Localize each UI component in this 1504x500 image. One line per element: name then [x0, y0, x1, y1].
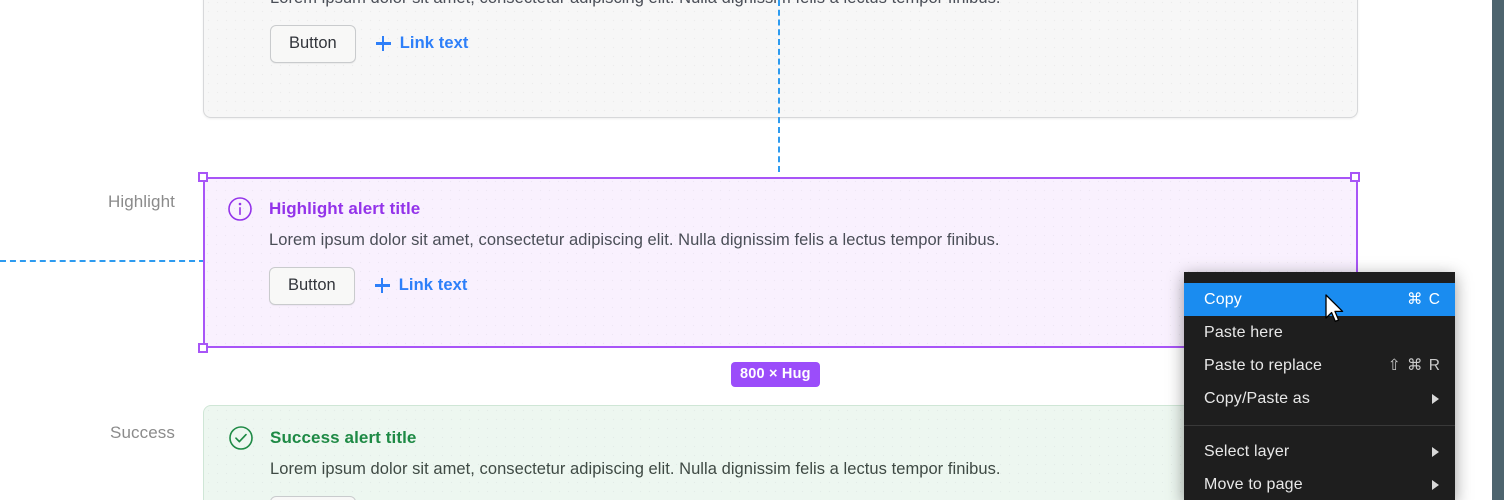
- menu-item-shortcut: ⇧ ⌘ R: [1387, 357, 1441, 374]
- alert-title: Highlight alert title: [269, 199, 421, 218]
- alert-actions: Button Link text: [270, 496, 1333, 500]
- alert-content: Success alert title Lorem ipsum dolor si…: [204, 406, 1357, 500]
- plus-icon: [375, 36, 391, 52]
- alert-button[interactable]: Button: [269, 267, 355, 305]
- menu-item-shortcut: ⌘ C: [1407, 291, 1441, 308]
- alert-card-highlight[interactable]: Highlight alert title Lorem ipsum dolor …: [203, 177, 1358, 348]
- alert-button[interactable]: Button: [270, 25, 356, 63]
- menu-item-move-to-page[interactable]: Move to page: [1184, 468, 1455, 500]
- submenu-arrow-icon: [1432, 393, 1439, 404]
- check-circle-icon: [228, 425, 254, 451]
- alert-actions: Button Link text: [269, 267, 1334, 305]
- menu-item-label: Copy/Paste as: [1204, 389, 1311, 407]
- alert-link[interactable]: Link text: [375, 34, 469, 53]
- menu-item-label: Copy: [1204, 290, 1242, 308]
- smart-guide-horizontal: [0, 260, 205, 262]
- alert-body-text: Lorem ipsum dolor sit amet, consectetur …: [270, 460, 1001, 478]
- alert-card-neutral[interactable]: Lorem ipsum dolor sit amet, consectetur …: [203, 0, 1358, 118]
- window-edge-strip: [1492, 0, 1504, 500]
- plus-icon: [374, 278, 390, 294]
- menu-item-paste-to-replace[interactable]: Paste to replace ⇧ ⌘ R: [1184, 349, 1455, 382]
- alert-body-text: Lorem ipsum dolor sit amet, consectetur …: [269, 231, 1000, 249]
- menu-item-copy-paste-as[interactable]: Copy/Paste as: [1184, 382, 1455, 415]
- menu-item-label: Paste here: [1204, 323, 1283, 341]
- alert-content: Lorem ipsum dolor sit amet, consectetur …: [204, 0, 1357, 85]
- alert-actions: Button Link text: [270, 25, 1333, 63]
- alert-button[interactable]: Button: [270, 496, 356, 500]
- menu-item-label: Paste to replace: [1204, 356, 1323, 374]
- info-circle-icon: [227, 196, 253, 222]
- alert-link-label: Link text: [398, 276, 468, 295]
- menu-item-select-layer[interactable]: Select layer: [1184, 435, 1455, 468]
- alert-link[interactable]: Link text: [374, 276, 468, 295]
- smart-guide-vertical: [778, 0, 780, 172]
- selection-handle-top-right[interactable]: [1350, 172, 1360, 182]
- alert-content: Highlight alert title Lorem ipsum dolor …: [203, 177, 1358, 327]
- menu-item-paste-here[interactable]: Paste here: [1184, 316, 1455, 349]
- selection-handle-top-left[interactable]: [198, 172, 208, 182]
- alert-header: Highlight alert title: [227, 195, 1334, 223]
- size-badge: 800 × Hug: [731, 362, 820, 387]
- menu-separator: [1184, 425, 1455, 426]
- alert-card-success[interactable]: Success alert title Lorem ipsum dolor si…: [203, 405, 1358, 500]
- menu-item-label: Select layer: [1204, 442, 1290, 460]
- row-label-success: Success: [110, 423, 175, 442]
- selection-handle-bottom-left[interactable]: [198, 343, 208, 353]
- row-label-highlight: Highlight: [107, 192, 175, 211]
- menu-item-copy[interactable]: Copy ⌘ C: [1184, 283, 1455, 316]
- alert-header: Success alert title: [228, 424, 1333, 452]
- submenu-arrow-icon: [1432, 446, 1439, 457]
- alert-link-label: Link text: [399, 34, 469, 53]
- menu-item-label: Move to page: [1204, 475, 1303, 493]
- alert-body-text: Lorem ipsum dolor sit amet, consectetur …: [270, 0, 1333, 8]
- submenu-arrow-icon: [1432, 479, 1439, 490]
- alert-title: Success alert title: [270, 428, 417, 447]
